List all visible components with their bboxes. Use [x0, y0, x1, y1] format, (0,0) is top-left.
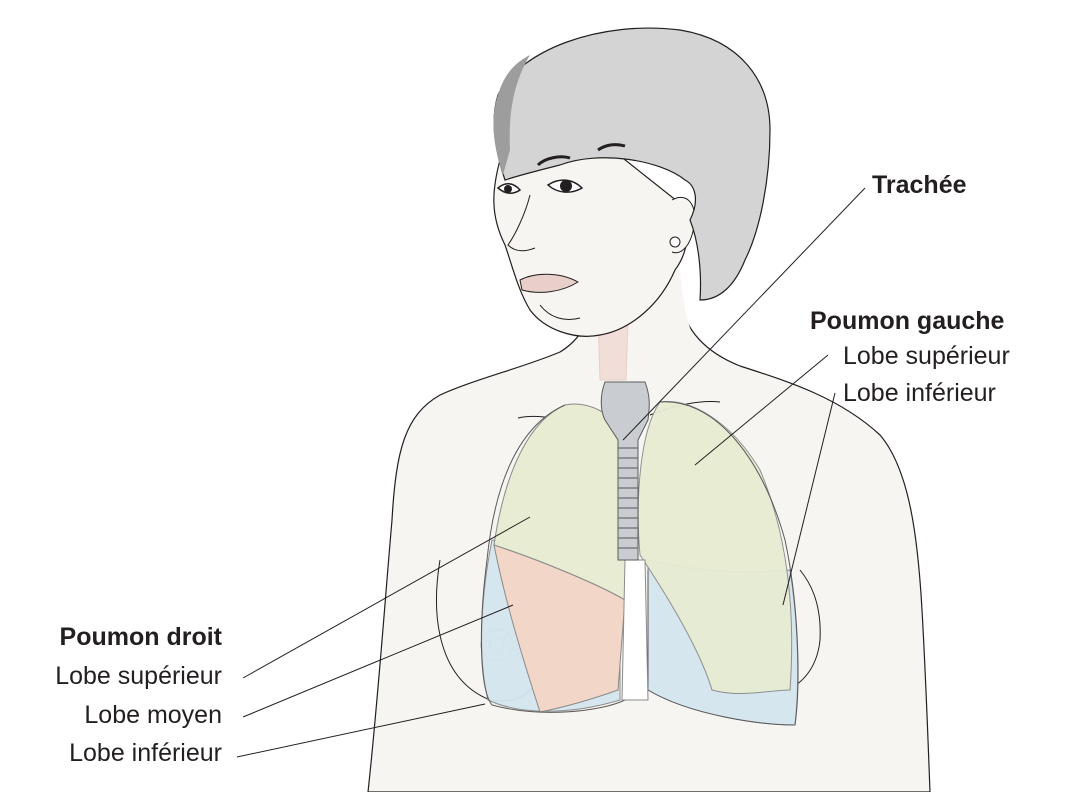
label-trachea: Trachée [872, 170, 967, 200]
label-right-lung-title: Poumon droit [0, 622, 222, 652]
label-right-lower-lobe: Lobe inférieur [0, 738, 222, 768]
left-pupil [504, 185, 512, 193]
label-right-middle-lobe: Lobe moyen [0, 700, 222, 730]
label-left-lower-lobe: Lobe inférieur [843, 378, 996, 408]
right-pupil [560, 180, 572, 192]
mediastinum [622, 560, 648, 700]
label-right-upper-lobe: Lobe supérieur [0, 661, 222, 691]
earring [670, 237, 680, 247]
label-left-upper-lobe: Lobe supérieur [843, 341, 1010, 371]
label-left-lung-title: Poumon gauche [810, 306, 1004, 336]
